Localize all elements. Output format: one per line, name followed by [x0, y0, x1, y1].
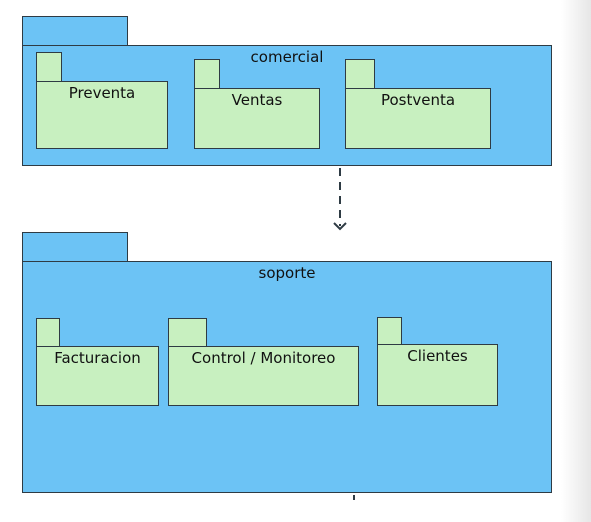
ventas-label: Ventas — [231, 91, 283, 109]
clientes-subpackage-tab — [377, 317, 402, 346]
control-monitoreo-subpackage-tab — [168, 318, 207, 348]
control-monitoreo-label: Control / Monitoreo — [191, 349, 336, 367]
facturacion-subpackage[interactable]: Facturacion — [36, 346, 159, 406]
comercial-package-title: comercial — [250, 48, 324, 66]
clientes-subpackage[interactable]: Clientes — [377, 344, 498, 406]
dependency-arrowhead — [333, 222, 347, 231]
clientes-label: Clientes — [407, 347, 468, 365]
soporte-package-title: soporte — [258, 264, 316, 282]
control-monitoreo-subpackage[interactable]: Control / Monitoreo — [168, 346, 359, 406]
preventa-subpackage-tab — [36, 52, 62, 83]
postventa-subpackage[interactable]: Postventa — [345, 88, 491, 149]
right-edge-shadow — [561, 0, 591, 522]
preventa-subpackage[interactable]: Preventa — [36, 81, 168, 149]
postventa-label: Postventa — [380, 91, 456, 109]
ventas-subpackage[interactable]: Ventas — [194, 88, 320, 149]
preventa-label: Preventa — [68, 84, 136, 102]
facturacion-label: Facturacion — [54, 349, 141, 367]
